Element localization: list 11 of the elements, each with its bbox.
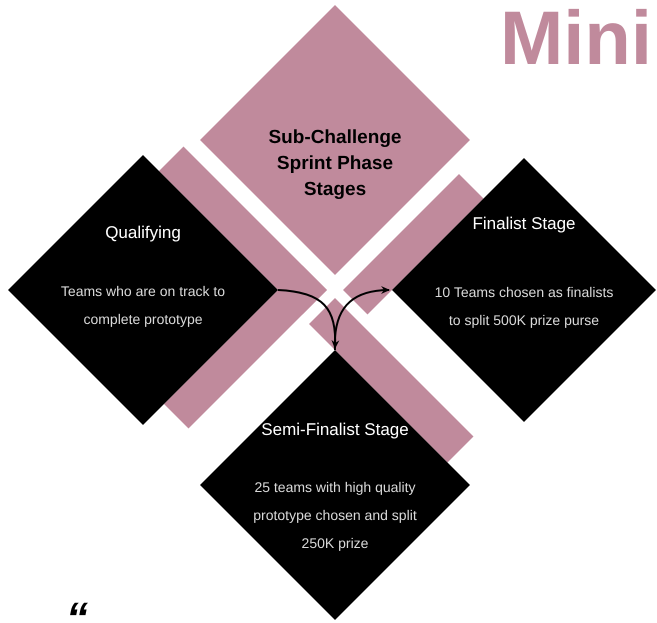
stage-description: Teams who are on track to complete prototype <box>60 282 226 329</box>
stage-title: Sub-Challenge Sprint Phase Stages <box>267 126 402 202</box>
stage-title: Finalist Stage <box>472 213 576 235</box>
stage-description: 10 Teams chosen as finalists to split 500K prize purse <box>434 283 614 330</box>
curved-arrow <box>334 286 390 350</box>
stage-title: Semi-Finalist Stage <box>260 419 410 441</box>
curved-arrow <box>278 289 340 349</box>
quote-mark: “ <box>66 597 88 623</box>
heading-text: Mini <box>500 0 652 83</box>
stage-description: 25 teams with high quality prototype chosen and split 250K prize <box>252 478 418 553</box>
stage-title: Qualifying <box>104 222 182 244</box>
